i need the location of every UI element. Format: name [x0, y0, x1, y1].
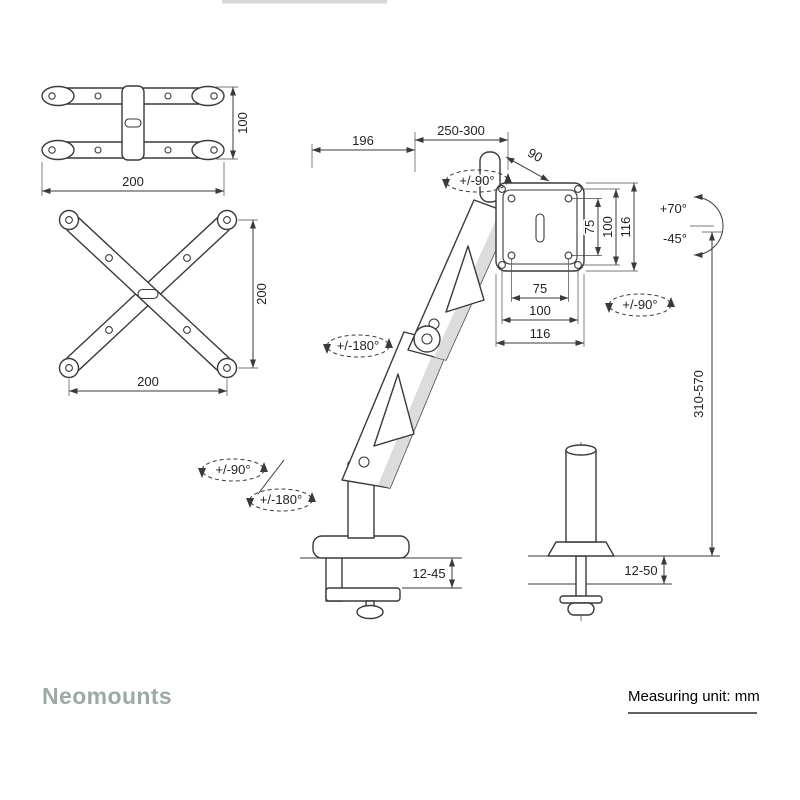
dim-height-range-label: 310-570	[691, 370, 706, 418]
arm-side-view	[300, 151, 585, 620]
base-swivel-label: +/-90°	[215, 462, 250, 477]
vesa-adapter-bar: 100 200	[41, 85, 250, 196]
grommet-washer	[559, 595, 603, 604]
dim-cross-width-label: 200	[137, 374, 159, 389]
plate-swivel-label: +/-90°	[622, 297, 657, 312]
dim-vesa-h116-label: 116	[530, 326, 551, 341]
cropped-top-artifact	[222, 0, 387, 4]
vesa-center-slot	[535, 213, 545, 243]
dim-bar-width-label: 200	[122, 174, 144, 189]
dim-clamp-thickness-label: 12-45	[412, 566, 445, 581]
tilt-down-label: -45°	[663, 231, 687, 246]
dim-grommet-thickness-label: 12-50	[624, 563, 657, 578]
footer: Neomounts Measuring unit: mm	[42, 683, 760, 714]
measuring-unit-label: Measuring unit: mm	[628, 688, 760, 705]
grommet-bolt	[575, 555, 587, 601]
vesa-adapter-cross: 200 200	[58, 209, 269, 396]
dimension-annotations: 196 250-300 90 +/-90° +/-180° +/-90° +/-…	[197, 121, 724, 588]
brand-logo: Neomounts	[42, 683, 172, 709]
tilt-arc-arrow	[693, 194, 724, 258]
grommet-pole	[565, 449, 597, 543]
dim-vesa-h75-label: 75	[533, 281, 547, 296]
dim-bar-height-label: 100	[235, 112, 250, 134]
dim-cross-height-label: 200	[254, 283, 269, 305]
head-swivel-label: +/-90°	[459, 173, 494, 188]
dim-vesa-v116-label: 116	[618, 217, 633, 238]
dim-vesa-v100-label: 100	[600, 216, 615, 238]
lower-arm-cutout	[373, 373, 415, 447]
rotation-leader-line	[257, 459, 285, 495]
upper-arm-cutout	[445, 245, 485, 313]
dim-vesa-h100-label: 100	[529, 303, 551, 318]
grommet-mount-detail	[528, 442, 720, 622]
clamp-plate	[312, 535, 410, 559]
dim-head-depth-label: 90	[525, 145, 545, 165]
arm-rotation-label: +/-180°	[337, 338, 379, 353]
grommet-knob	[567, 602, 595, 616]
base-rotation-label: +/-180°	[260, 492, 302, 507]
dim-vesa-v75-label: 75	[582, 220, 597, 234]
dim-reach-front-label: 250-300	[437, 123, 485, 138]
clamp-knob	[356, 604, 384, 620]
dim-reach-rear-label: 196	[352, 133, 374, 148]
tilt-up-label: +70°	[660, 201, 687, 216]
grommet-base	[547, 541, 615, 557]
